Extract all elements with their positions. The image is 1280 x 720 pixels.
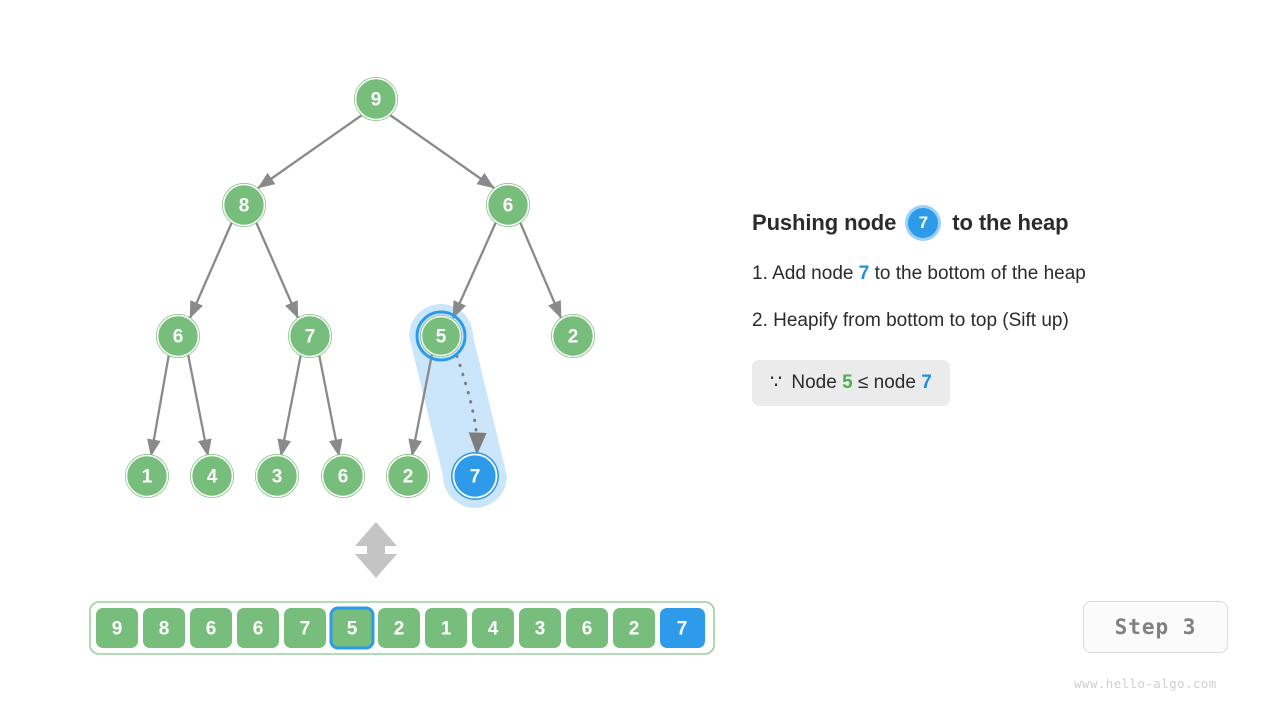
tree-node: 9 (354, 77, 398, 121)
array-cells: 9 8 6 6 7 (96, 606, 705, 650)
step-indicator: Step 3 (1083, 601, 1228, 653)
tree-node-label: 5 (436, 327, 447, 348)
tree-node: 2 (386, 454, 430, 498)
tree-nodes: 9 8 6 6 7 (125, 77, 595, 500)
tree-node: 1 (125, 454, 169, 498)
panel-title-prefix: Pushing node (752, 210, 897, 235)
tree-node: 6 (321, 454, 365, 498)
tree-node-active: 7 (451, 452, 499, 500)
reason-left-value: 5 (842, 372, 853, 393)
array-container (89, 601, 715, 655)
step-1-value: 7 (858, 263, 870, 284)
array-representation: 9 8 6 6 7 (89, 601, 715, 655)
tree-node-label: 3 (272, 467, 283, 488)
panel-title: Pushing node 7 to the heap (752, 208, 1222, 238)
array-cell: 7 (284, 608, 326, 648)
tree-node-label: 6 (338, 467, 349, 488)
pushed-node-badge: 7 (908, 208, 939, 238)
reason-mid: node (873, 372, 916, 393)
reason-callout: ∵ Node 5 ≤ node 7 (752, 360, 950, 406)
panel-title-suffix: to the heap (952, 210, 1069, 235)
binary-heap-tree: 9 8 6 6 7 (89, 77, 715, 655)
tree-node-label: 9 (371, 90, 382, 111)
array-cell: 1 (425, 608, 467, 648)
array-cell-label: 3 (535, 619, 546, 640)
array-cell-label: 7 (300, 619, 311, 640)
array-cell-label: 1 (441, 619, 452, 640)
array-cell: 4 (472, 608, 514, 648)
tree-node-label: 7 (470, 467, 481, 488)
array-cell-label: 7 (677, 619, 688, 640)
array-cell-label: 6 (206, 619, 217, 640)
tree-node-label: 1 (142, 467, 153, 488)
tree-node: 7 (288, 314, 332, 358)
array-cell: 6 (190, 608, 232, 648)
step-1-index: 1. (752, 263, 768, 284)
step-1-after: to the bottom of the heap (874, 263, 1086, 284)
step-1-before: Add node (772, 263, 854, 284)
array-cell-label: 9 (112, 619, 123, 640)
array-cell: 2 (613, 608, 655, 648)
array-cell-active: 7 (660, 608, 705, 648)
reason-operator: ≤ (857, 372, 869, 393)
reason-right-value: 7 (921, 372, 932, 393)
tree-node-label: 6 (173, 327, 184, 348)
array-cell-label: 6 (582, 619, 593, 640)
tree-array-link-icon (355, 522, 397, 578)
array-cell-label: 5 (347, 619, 358, 640)
watermark: www.hello-algo.com (1074, 676, 1217, 691)
tree-node-ringed: 5 (415, 310, 467, 362)
instruction-step-2: 2. Heapify from bottom to top (Sift up) (752, 310, 1222, 332)
array-cell: 6 (237, 608, 279, 648)
reason-lead: Node (791, 372, 837, 393)
step-2-before: Heapify from bottom to top (Sift up) (773, 310, 1069, 331)
array-cell: 6 (566, 608, 608, 648)
tree-node: 4 (190, 454, 234, 498)
instruction-step-1: 1. Add node 7 to the bottom of the heap (752, 263, 1222, 285)
array-cell-label: 2 (629, 619, 640, 640)
array-cell: 9 (96, 608, 138, 648)
explanation-panel: Pushing node 7 to the heap 1. Add node 7… (752, 208, 1222, 406)
array-cell: 8 (143, 608, 185, 648)
array-cell: 2 (378, 608, 420, 648)
tree-node-label: 8 (239, 196, 250, 217)
step-2-index: 2. (752, 310, 768, 331)
array-cell-label: 6 (253, 619, 264, 640)
tree-node: 2 (551, 314, 595, 358)
tree-node: 8 (222, 183, 266, 227)
tree-node-label: 7 (305, 327, 316, 348)
tree-node: 6 (486, 183, 530, 227)
array-cell-label: 2 (394, 619, 405, 640)
tree-node: 6 (156, 314, 200, 358)
array-cell-label: 4 (488, 619, 499, 640)
tree-node-label: 4 (207, 467, 218, 488)
tree-node-label: 2 (403, 467, 414, 488)
array-cell-label: 8 (159, 619, 170, 640)
tree-edges (147, 114, 563, 457)
tree-node-label: 6 (503, 196, 514, 217)
array-cell: 3 (519, 608, 561, 648)
because-symbol: ∵ (770, 372, 784, 393)
tree-node: 3 (255, 454, 299, 498)
array-cell-outlined: 5 (329, 606, 375, 650)
tree-node-label: 2 (568, 327, 579, 348)
